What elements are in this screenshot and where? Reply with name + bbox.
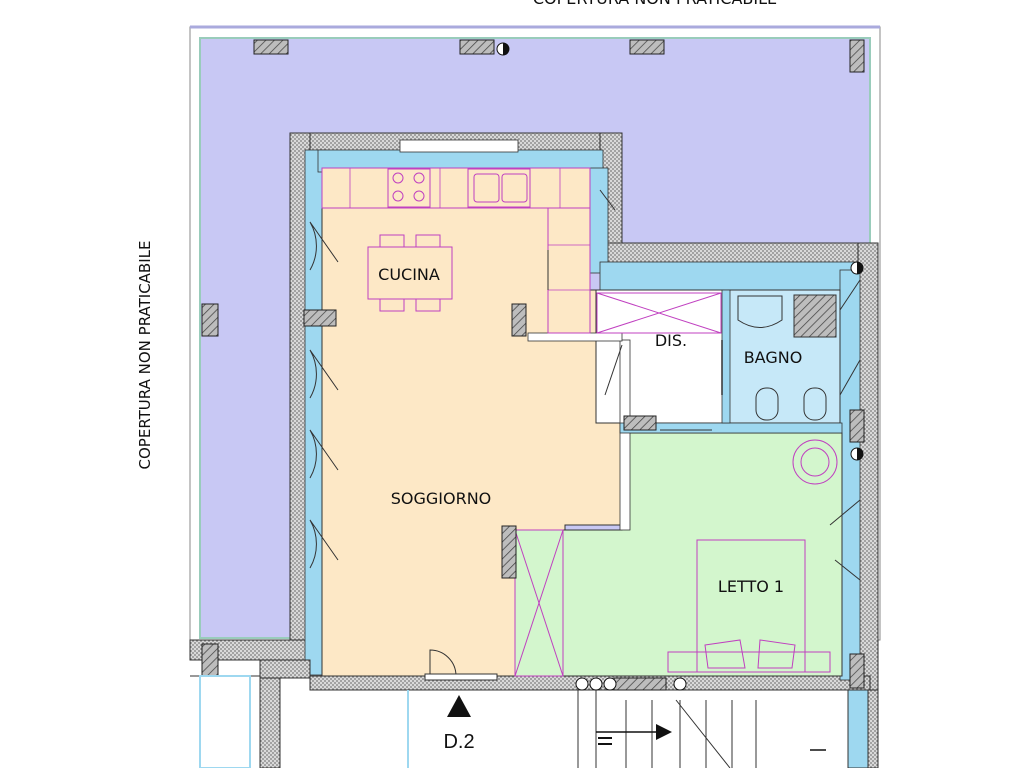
- bathroom-fixtures: [737, 294, 837, 421]
- room-label-dis: DIS.: [655, 331, 687, 350]
- section-label: D.2: [443, 731, 474, 753]
- drain-icons: [496, 42, 864, 691]
- room-label-bagno: BAGNO: [744, 348, 803, 367]
- wardrobe: [514, 529, 564, 677]
- sink-icon: [467, 168, 531, 208]
- room-label-soggiorno: SOGGIORNO: [391, 489, 492, 508]
- side-label: COPERTURA NON PRATICABILE: [136, 241, 154, 470]
- top-cut-label: COPERTURA NON PRATICABILE: [533, 0, 777, 8]
- section-arrow-icon: [447, 695, 471, 717]
- cooktop-icon: [387, 168, 431, 208]
- room-label-cucina: CUCINA: [378, 265, 440, 284]
- dining-table: [367, 234, 453, 312]
- apartment-walls: [189, 132, 879, 694]
- columns: [201, 39, 865, 691]
- corridor-cabinet: [596, 292, 722, 334]
- room-label-letto: LETTO 1: [718, 577, 784, 596]
- doors: [309, 189, 861, 677]
- kitchen-counter: [321, 139, 591, 334]
- stair-arrow-icon: [656, 724, 672, 740]
- entrance-window: [424, 673, 498, 681]
- bed: [667, 439, 838, 673]
- stair-hall: [190, 659, 879, 768]
- section-marker: D.2: [443, 695, 475, 753]
